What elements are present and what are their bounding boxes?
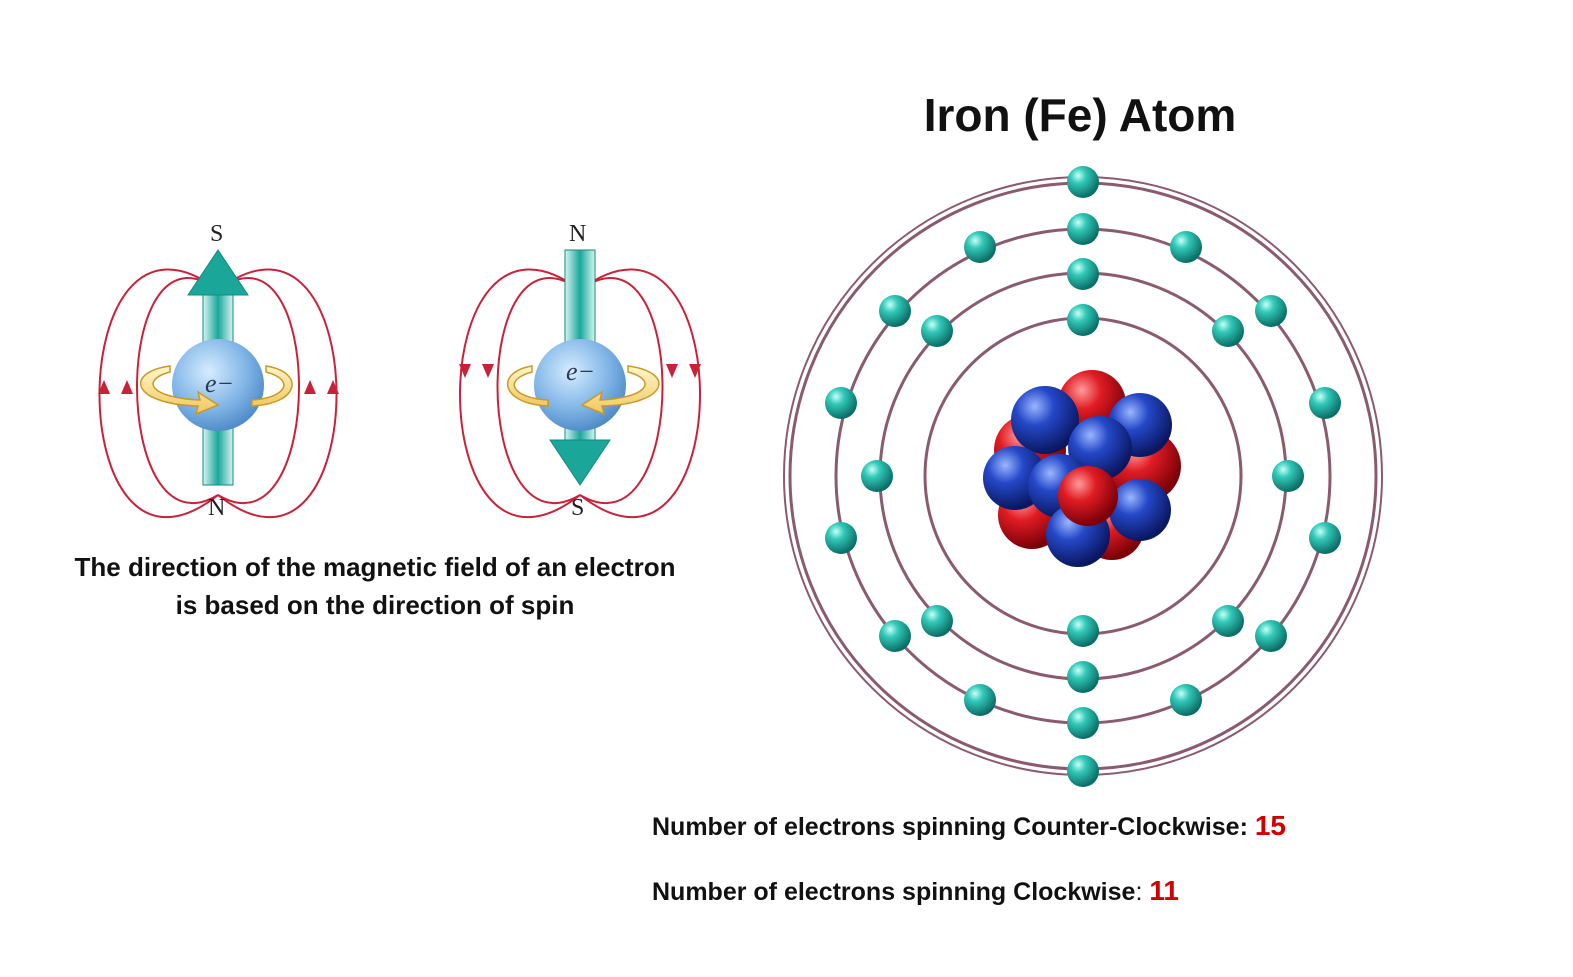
electron — [1067, 615, 1099, 647]
electron — [1212, 605, 1244, 637]
clockwise-separator: : — [1135, 878, 1143, 906]
atom-title: Iron (Fe) Atom — [923, 89, 1237, 141]
electron — [1170, 231, 1202, 263]
caption-line-1: The direction of the magnetic field of a… — [74, 552, 676, 582]
electron — [825, 387, 857, 419]
electron — [1272, 460, 1304, 492]
counter-clockwise-count: Number of electrons spinning Counter-Clo… — [652, 810, 1286, 842]
caption: The direction of the magnetic field of a… — [20, 548, 730, 624]
pole-top-label: N — [569, 221, 586, 247]
field-lines — [459, 268, 701, 519]
electron-label: e− — [566, 357, 595, 386]
electron — [964, 684, 996, 716]
electron — [1255, 295, 1287, 327]
clockwise-label: Number of electrons spinning Clockwise — [652, 878, 1136, 906]
electron — [825, 522, 857, 554]
pole-top-label: S — [210, 221, 223, 247]
electron — [879, 620, 911, 652]
electron — [1067, 755, 1099, 787]
electron — [1067, 304, 1099, 336]
electron — [1309, 522, 1341, 554]
right-electron-diagram: e− N S — [459, 221, 701, 521]
electron — [879, 295, 911, 327]
field-arrowheads — [459, 364, 701, 378]
electron — [1067, 166, 1099, 198]
clockwise-value: 11 — [1149, 875, 1179, 906]
counter-clockwise-value: 15 — [1254, 810, 1287, 841]
neutron — [1068, 416, 1132, 480]
counter-clockwise-separator: : — [1239, 813, 1248, 841]
electron — [1309, 387, 1341, 419]
neutron — [1011, 386, 1079, 454]
electrons — [825, 166, 1341, 787]
electron-label: e− — [205, 369, 234, 398]
electron — [964, 231, 996, 263]
electron — [1067, 707, 1099, 739]
electron — [1067, 661, 1099, 693]
neutron — [1109, 479, 1171, 541]
nucleus — [983, 370, 1181, 567]
electron — [861, 460, 893, 492]
iron-atom — [783, 166, 1383, 787]
electron-ball — [172, 339, 264, 431]
left-electron-diagram: e− S N — [98, 221, 339, 521]
caption-line-2: is based on the direction of spin — [175, 590, 575, 620]
pole-bottom-label: S — [571, 495, 584, 521]
field-lines — [98, 268, 338, 519]
electron — [1255, 620, 1287, 652]
electron — [1067, 213, 1099, 245]
counter-clockwise-label: Number of electrons spinning Counter-Clo… — [652, 813, 1240, 841]
field-arrowheads — [98, 380, 339, 394]
spin-arrow-counterclockwise — [140, 365, 293, 416]
electron — [1067, 258, 1099, 290]
clockwise-count: Number of electrons spinning Clockwise: … — [652, 875, 1179, 907]
electron — [1212, 315, 1244, 347]
pole-bottom-label: N — [208, 495, 225, 521]
proton — [1058, 466, 1118, 526]
electron — [1170, 684, 1202, 716]
electron — [921, 605, 953, 637]
electron — [921, 315, 953, 347]
spin-arrow-clockwise — [506, 365, 660, 416]
